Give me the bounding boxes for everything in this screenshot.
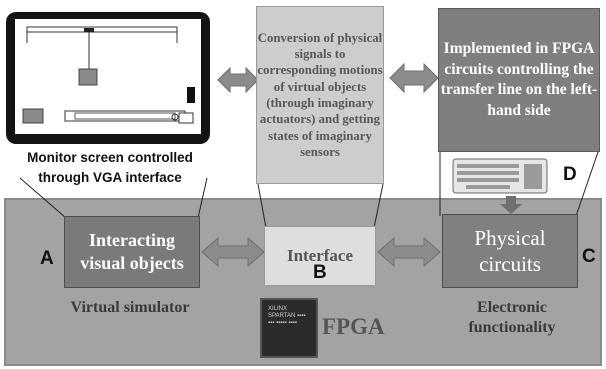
monitor-screen (15, 19, 201, 134)
electronic-functionality-label: Electronic functionality (468, 299, 556, 336)
interface-box: Interface (264, 226, 376, 286)
callout-line-left-b (197, 177, 208, 219)
double-arrow-top-right (389, 62, 439, 94)
double-arrow-bottom-left (201, 236, 265, 268)
callout-line-right-b (575, 151, 599, 217)
fpga-chip-image (260, 298, 318, 358)
callout-line-mid-a (257, 183, 267, 229)
fpga-chip-markings: XILINX SPARTAN ▪▪▪▪ ▪▪▪ ▪▪▪▪▪ ▪▪▪▪ (268, 306, 306, 326)
double-arrow-bottom-right (377, 236, 441, 268)
letter-b: B (313, 262, 327, 283)
double-arrow-top-left (217, 66, 259, 94)
callout-line-mid-b (373, 183, 384, 229)
letter-a: A (40, 248, 54, 269)
keyboard-icon (452, 158, 548, 194)
virtual-simulator-label: Virtual simulator (70, 299, 190, 316)
physical-circuits-box: Physical circuits (442, 214, 578, 288)
conversion-box: Conversion of physical signals to corres… (256, 6, 384, 184)
letter-c: C (582, 246, 596, 267)
callout-line-left-a (19, 177, 67, 219)
monitor-caption: Monitor screen controlled through VGA in… (27, 150, 193, 185)
transfer-line-sketch (22, 26, 195, 124)
fpga-label: FPGA (322, 314, 385, 339)
implemented-box: Implemented in FPGA circuits controlling… (438, 8, 600, 152)
interacting-visual-objects-box: Interacting visual objects (64, 216, 200, 288)
down-arrow-keyboard (500, 196, 522, 214)
letter-d: D (563, 164, 577, 185)
